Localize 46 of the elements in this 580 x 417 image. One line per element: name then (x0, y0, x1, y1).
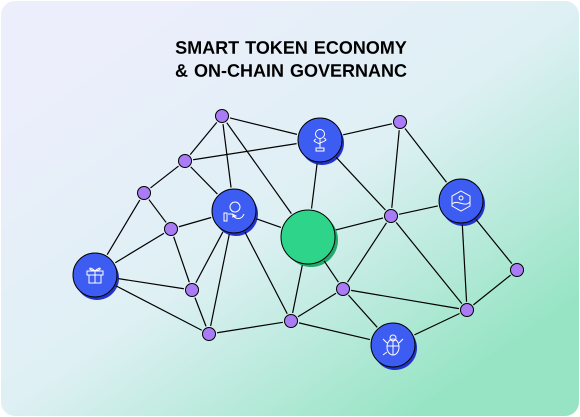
icon-circle (72, 252, 119, 300)
connector-line (298, 322, 370, 340)
connector-line (462, 224, 468, 302)
connector-line (310, 163, 318, 209)
connector-line (396, 222, 462, 304)
connector-line (414, 312, 460, 336)
connector-line (298, 292, 336, 318)
connector-line (226, 122, 292, 214)
connector-line (244, 232, 288, 314)
connector-line (173, 236, 190, 282)
connector-line (351, 290, 460, 310)
connector-line (324, 260, 339, 283)
connector-line (210, 234, 230, 326)
connector-line (118, 278, 184, 290)
icon-circle (298, 118, 344, 165)
connector-line (106, 200, 140, 255)
connector-line (230, 117, 298, 135)
connector-line (404, 128, 447, 183)
connector-line (190, 122, 218, 156)
connector-line (336, 217, 384, 231)
connector-line (195, 232, 224, 284)
connector-line (473, 274, 511, 306)
connector-line (336, 156, 386, 210)
title: SMART TOKEN ECONOMY & ON-CHAIN GOVERNANC (176, 41, 407, 77)
connector-line (190, 166, 218, 194)
icon-circle (438, 178, 485, 226)
connector-line (150, 166, 179, 188)
connector-line (398, 205, 438, 215)
connector-line (148, 199, 167, 223)
connector-line (292, 265, 303, 314)
connector-line (391, 130, 400, 208)
icon-circle (212, 188, 258, 236)
connector-line (194, 297, 207, 327)
connector-line (116, 285, 202, 331)
connector-line (217, 322, 283, 334)
connector-line (114, 232, 164, 264)
connector-line (193, 143, 297, 160)
connector-line (347, 222, 387, 282)
connector-line (178, 216, 212, 228)
connector-line (256, 218, 282, 228)
connector-line (222, 124, 232, 188)
hub-circle (280, 210, 338, 267)
connector-line (475, 219, 512, 264)
icon-circle (370, 322, 417, 370)
connector-line (348, 294, 378, 328)
connector-line (343, 123, 392, 136)
